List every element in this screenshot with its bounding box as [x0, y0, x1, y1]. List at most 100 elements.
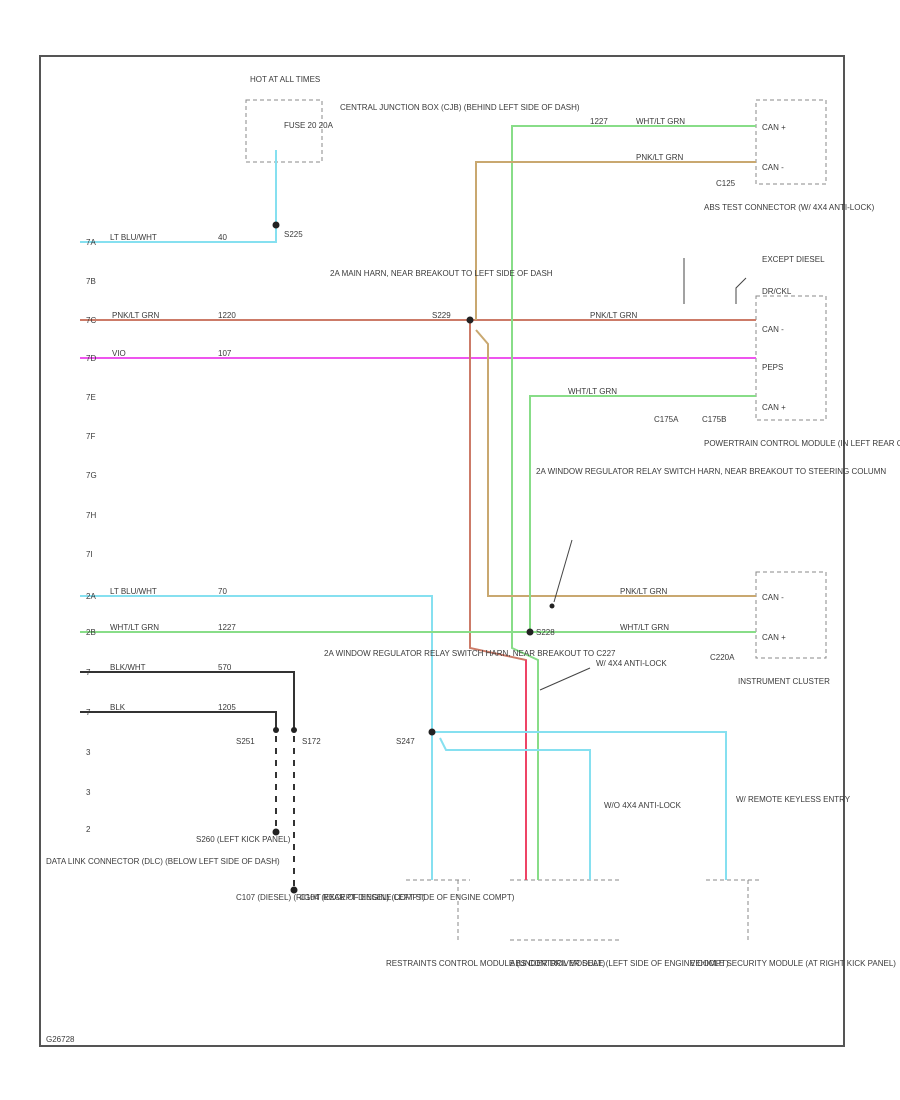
splice-s251: [273, 727, 279, 733]
label-abs-test-conn: ABS TEST CONNECTOR (W/ 4X4 ANTI-LOCK): [704, 203, 875, 212]
wire-label-107: 107: [218, 349, 232, 358]
wire-blk: [80, 711, 277, 832]
note-s260: S260 (LEFT KICK PANEL): [196, 835, 291, 844]
label-s247: S247: [396, 737, 415, 746]
wire-wht-lt-grn-pcm: [529, 395, 756, 632]
label-c220a: C220A: [710, 653, 735, 662]
wire-label-1205: 1205: [218, 703, 236, 712]
leader-dr-ckl: [735, 277, 747, 304]
wire-label-1227-lower: 1227: [218, 623, 236, 632]
wire-label-wht-lt-grn-lower: WHT/LT GRN: [110, 623, 159, 632]
splice-c104: [290, 886, 298, 894]
label-peps: PEPS: [762, 363, 783, 372]
wire-label-40: 40: [218, 233, 227, 242]
pin-7g: 7G: [86, 471, 97, 480]
pin-7-a: 7: [86, 668, 91, 677]
splice-s229: [466, 316, 474, 324]
label-c175a: C175A: [654, 415, 679, 424]
label-s228: S228: [536, 628, 555, 637]
label-s251: S251: [236, 737, 255, 746]
wire-label-lt-blu-wht-top: LT BLU/WHT: [110, 233, 157, 242]
splice-s228: [526, 628, 534, 636]
hot-at-label: HOT AT ALL TIMES: [250, 75, 320, 84]
note-4x4: W/ 4X4 ANTI-LOCK: [596, 659, 667, 668]
wire-label-blk-wht: BLK/WHT: [110, 663, 146, 672]
leader-4x4: [539, 667, 591, 691]
note-vsm: VEHICLE SECURITY MODULE (AT RIGHT KICK P…: [690, 959, 896, 968]
pin-2a: 2A: [86, 592, 96, 601]
pin-7i: 7I: [86, 550, 93, 559]
label-can-minus-pcm: CAN -: [762, 325, 784, 334]
pin-7a: 7A: [86, 238, 96, 247]
note-window-relay: 2A WINDOW REGULATOR RELAY SWITCH HARN, N…: [324, 649, 616, 658]
label-can-plus-top: CAN +: [762, 123, 786, 132]
pin-7b: 7B: [86, 277, 96, 286]
fuse-box: [245, 99, 323, 163]
label-can-minus-ic: CAN -: [762, 593, 784, 602]
label-pcm: POWERTRAIN CONTROL MODULE (IN LEFT REAR …: [704, 439, 900, 448]
note-c107: C107 (DIESEL) (RIGHT REAR OF ENGINE COMP…: [236, 893, 426, 902]
label-dr-ckl: DR/CKL: [762, 287, 792, 296]
pin-7c: 7C: [86, 316, 96, 325]
wire-pnk-branch-ic: [475, 329, 756, 597]
leader-window-switch: [553, 539, 573, 603]
pin-2b: 2B: [86, 628, 96, 637]
splice-s225: [272, 221, 280, 229]
label-can-plus-ic: CAN +: [762, 633, 786, 642]
label-s225: S225: [284, 230, 303, 239]
note-abs-module: ABS CONTROL MODULE (LEFT SIDE OF ENGINE …: [510, 959, 729, 968]
wire-label-pnk-lt-grn-right: PNK/LT GRN: [590, 311, 637, 320]
cjb-label: CENTRAL JUNCTION BOX (CJB) (BEHIND LEFT …: [340, 103, 580, 112]
label-c175b: C175B: [702, 415, 726, 424]
label-s172: S172: [302, 737, 321, 746]
diagram-frame: [39, 55, 845, 1047]
note-restraints: RESTRAINTS CONTROL MODULE (UNDER DRIVER …: [386, 959, 605, 968]
fuse-label: FUSE 20 20A: [284, 121, 334, 130]
wire-label-70: 70: [218, 587, 227, 596]
diagram-id: G26728: [46, 1035, 75, 1044]
wire-label-pnk-lt-grn-ic: PNK/LT GRN: [620, 587, 667, 596]
pcm-box: [755, 295, 827, 421]
wire-label-wht-lt-grn-pcm: WHT/LT GRN: [568, 387, 617, 396]
wire-label-1220: 1220: [218, 311, 236, 320]
label-except-diesel: EXCEPT DIESEL: [762, 255, 825, 264]
wire-lt-blu-branch-vsm: [432, 731, 727, 880]
pin-3-b: 3: [86, 788, 91, 797]
pin-7h: 7H: [86, 511, 96, 520]
wire-label-pnk-lt-grn: PNK/LT GRN: [112, 311, 159, 320]
instrument-cluster-box: [755, 571, 827, 659]
splice-s172: [291, 727, 297, 733]
wire-label-1227-top: 1227: [590, 117, 608, 126]
wire-label-570: 570: [218, 663, 232, 672]
pin-7d: 7D: [86, 354, 96, 363]
wire-label-wht-lt-grn-ic: WHT/LT GRN: [620, 623, 669, 632]
note-window-switch: 2A WINDOW REGULATOR RELAY SWITCH HARN, N…: [536, 467, 886, 476]
label-s229: S229: [432, 311, 451, 320]
wire-pnk-lt-grn-abs-test: [475, 161, 756, 320]
pin-2-a: 2: [86, 825, 91, 834]
splice-s227: [428, 728, 436, 736]
wire-label-blk: BLK: [110, 703, 126, 712]
splice-s260: [272, 828, 280, 836]
pin-7f: 7F: [86, 432, 95, 441]
pin-3-a: 3: [86, 748, 91, 757]
label-c125: C125: [716, 179, 736, 188]
wire-label-wht-lt-grn-top: WHT/LT GRN: [636, 117, 685, 126]
note-c104: C104 (EXCEPT DIESEL) (LEFT SIDE OF ENGIN…: [300, 893, 515, 902]
note-dlc: DATA LINK CONNECTOR (DLC) (BELOW LEFT SI…: [46, 857, 280, 866]
wire-lt-blu-branch-abs: [439, 737, 591, 880]
wire-label-lt-blu-wht-lower: LT BLU/WHT: [110, 587, 157, 596]
label-can-plus-pcm: CAN +: [762, 403, 786, 412]
note-4x4-2: W/O 4X4 ANTI-LOCK: [604, 801, 682, 810]
abs-test-connector-box: [755, 99, 827, 185]
wire-wht-lt-grn-abs-test: [511, 125, 756, 880]
wire-red-abs: [469, 320, 527, 880]
splice-s229-note: [549, 603, 555, 609]
note-remote: W/ REMOTE KEYLESS ENTRY: [736, 795, 851, 804]
pin-7-b: 7: [86, 708, 91, 717]
wire-label-vio: VIO: [112, 349, 126, 358]
wire-lt-blu-wht-top: [80, 150, 277, 243]
label-instrument-cluster: INSTRUMENT CLUSTER: [738, 677, 830, 686]
pin-7e: 7E: [86, 393, 96, 402]
